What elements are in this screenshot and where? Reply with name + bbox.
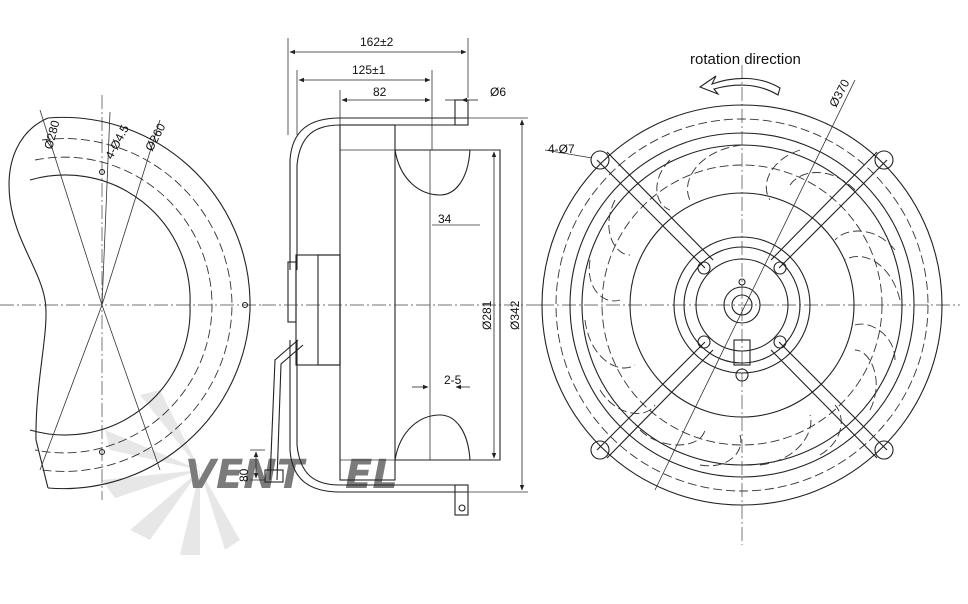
watermark-text-b: EL — [345, 452, 398, 498]
label-dim-80: 80 — [237, 468, 251, 482]
label-depth-total: 162±2 — [360, 35, 394, 49]
watermark-text-a: VENT — [185, 452, 307, 498]
label-depth-125: 125±1 — [352, 63, 386, 77]
label-d342: Ø342 — [508, 300, 522, 330]
label-dim-34: 34 — [438, 212, 452, 226]
label-depth-82: 82 — [373, 85, 387, 99]
watermark-logo: VENT EL — [102, 390, 398, 555]
label-dim-2-5: 2-5 — [444, 373, 462, 387]
label-d281: Ø281 — [480, 300, 494, 330]
flange-view: Ø280 4-Ø4.5 Ø260 — [0, 95, 262, 500]
label-d6: Ø6 — [490, 85, 506, 99]
label-holes-small: 4-Ø4.5 — [102, 122, 132, 161]
label-holes-large: 4-Ø7 — [548, 142, 575, 156]
label-rotation: rotation direction — [690, 51, 801, 68]
front-view: 4-Ø7 Ø370 rotation direction — [540, 51, 960, 545]
rotation-arrow-icon — [698, 75, 781, 96]
side-view: 162±2 125±1 82 Ø6 34 — [237, 35, 540, 516]
